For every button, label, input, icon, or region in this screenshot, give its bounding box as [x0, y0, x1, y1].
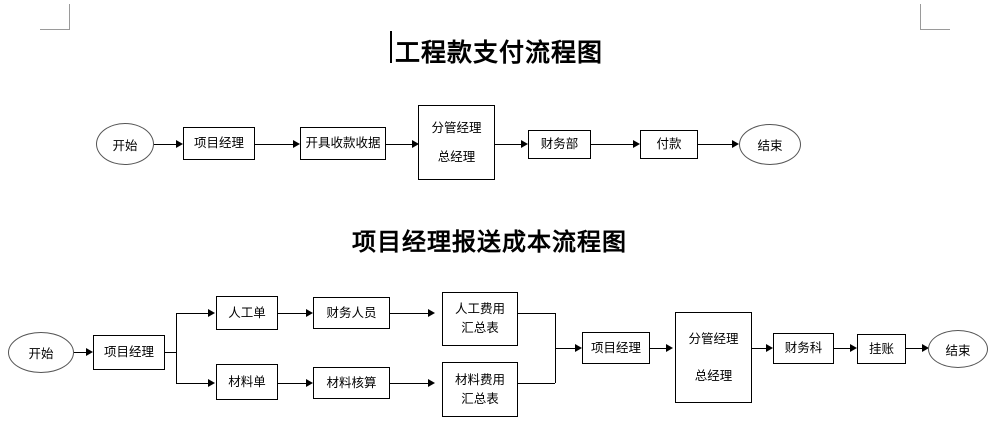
edge-start-to-pm [74, 352, 88, 353]
arrowhead [732, 140, 739, 148]
edge-pm-to-receipt [255, 144, 295, 145]
arrowhead [575, 344, 582, 352]
edge-manager-to-fin-dept [752, 348, 768, 349]
edge-labor-doc-to-fin-staff [278, 313, 308, 314]
margin-corner-mark-top-right [920, 4, 950, 30]
edge-finance-to-payment [591, 144, 635, 145]
edge-material-sum-merge [518, 383, 555, 384]
edge-post-to-end [906, 348, 924, 349]
node-line-1: 分管经理 [431, 119, 482, 135]
node-labor-cost-summary[interactable]: 人工费用 汇总表 [442, 292, 518, 346]
arrowhead [293, 140, 300, 148]
arrowhead [766, 344, 773, 352]
node-line-1: 人工费用 [454, 301, 505, 317]
arrowhead [306, 379, 313, 387]
arrowhead [633, 140, 640, 148]
node-line-1: 分管经理 [688, 330, 739, 346]
node-material-cost-summary[interactable]: 材料费用 汇总表 [442, 362, 518, 417]
node-division-general-manager[interactable]: 分管经理 总经理 [675, 312, 752, 403]
margin-corner-mark-top-left [40, 4, 70, 30]
node-issue-receipt[interactable]: 开具收款收据 [300, 127, 386, 160]
node-line-2: 汇总表 [461, 320, 499, 336]
arrowhead [922, 344, 929, 352]
node-division-general-manager[interactable]: 分管经理 总经理 [418, 105, 495, 180]
node-end[interactable]: 结束 [928, 330, 988, 368]
node-finance-department[interactable]: 财务部 [528, 130, 591, 159]
arrowhead [850, 344, 857, 352]
edge-payment-to-end [698, 144, 734, 145]
edge-material-doc-to-acct [278, 383, 308, 384]
text-cursor [390, 31, 392, 63]
edge-labor-sum-merge [518, 313, 555, 314]
edge-pm-split-stub [165, 352, 176, 353]
node-finance-staff[interactable]: 财务人员 [313, 297, 390, 329]
arrowhead [412, 140, 419, 148]
node-finance-division[interactable]: 财务科 [773, 333, 834, 364]
node-material-sheet[interactable]: 材料单 [216, 364, 278, 400]
node-project-manager-2[interactable]: 项目经理 [582, 332, 650, 364]
node-project-manager[interactable]: 项目经理 [93, 335, 165, 370]
arrowhead [521, 140, 528, 148]
flowchart-2-title: 项目经理报送成本流程图 [352, 227, 627, 256]
node-labor-sheet[interactable]: 人工单 [216, 296, 278, 330]
node-payment[interactable]: 付款 [640, 130, 698, 159]
edge-pm2-to-manager [650, 348, 668, 349]
node-start[interactable]: 开始 [96, 123, 154, 165]
edge-mat-acct-to-mat-sum [390, 383, 430, 384]
node-material-accounting[interactable]: 材料核算 [313, 367, 390, 399]
edge-receipt-to-manager [386, 144, 416, 145]
node-end[interactable]: 结束 [739, 124, 801, 165]
edge-pm-split-vertical [176, 313, 177, 383]
node-record-payable[interactable]: 挂账 [857, 334, 906, 364]
edge-fin-dept-to-post [834, 348, 852, 349]
edge-pm-to-labor-doc [176, 313, 210, 314]
arrowhead [428, 309, 435, 317]
arrowhead [428, 379, 435, 387]
arrowhead [306, 309, 313, 317]
arrowhead [86, 348, 93, 356]
node-start[interactable]: 开始 [8, 332, 74, 373]
node-line-2: 总经理 [694, 368, 733, 384]
edge-pm-to-material-doc [176, 383, 210, 384]
edge-merge-to-pm2 [555, 348, 577, 349]
edge-start-to-pm [154, 144, 178, 145]
edge-fin-staff-to-labor-sum [390, 313, 430, 314]
arrowhead [208, 309, 215, 317]
node-project-manager[interactable]: 项目经理 [183, 127, 255, 160]
edge-manager-to-finance [495, 144, 523, 145]
flowchart-1-title: 工程款支付流程图 [395, 38, 604, 67]
arrowhead [208, 379, 215, 387]
node-line-2: 汇总表 [461, 391, 499, 407]
node-line-1: 材料费用 [454, 371, 505, 387]
arrowhead [176, 140, 183, 148]
node-line-2: 总经理 [437, 149, 476, 165]
arrowhead [666, 344, 673, 352]
